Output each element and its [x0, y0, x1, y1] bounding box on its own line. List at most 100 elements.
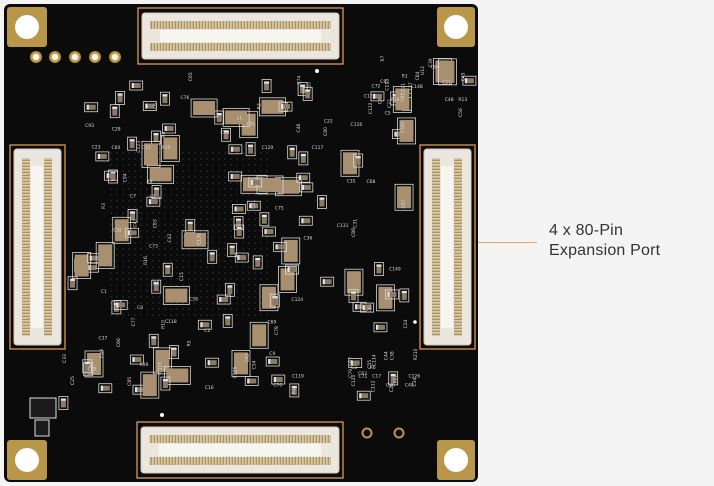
silkscreen-label: C116 [351, 122, 363, 128]
silkscreen-label: C69 [267, 320, 276, 326]
smd-part [356, 390, 371, 401]
vias [160, 69, 417, 439]
silkscreen-label: C25 [70, 376, 76, 385]
test-pads [30, 51, 121, 63]
silkscreen-label: C62 [245, 353, 251, 362]
smd-part [95, 151, 110, 162]
silkscreen-label: C61 [367, 303, 373, 312]
silkscreen-label: C82 [380, 79, 389, 85]
silkscreen-label: C84 [415, 71, 421, 80]
silkscreen-label: C93 [85, 123, 94, 129]
silkscreen-label: C56 [458, 108, 464, 117]
smd-part [129, 354, 144, 365]
smd-part [289, 383, 300, 398]
silkscreen-label: R2 [257, 103, 263, 109]
smd-part [374, 262, 384, 276]
smd-part [373, 322, 388, 333]
silkscreen-label: C115 [157, 362, 163, 374]
capacitor [249, 321, 269, 349]
silkscreen-label: R10 [160, 320, 166, 329]
smd-part [109, 104, 120, 119]
silkscreen-label: C41 [251, 200, 257, 209]
silkscreen-label: C123 [136, 141, 142, 153]
silkscreen-label: C58 [189, 296, 198, 302]
mounting-holes [7, 7, 475, 480]
smd-part [127, 208, 138, 223]
capacitor [397, 117, 416, 145]
smd-part [285, 264, 299, 275]
silkscreen-label: C16 [205, 385, 214, 391]
silkscreen-label: C124 [291, 297, 303, 303]
capacitor [162, 286, 190, 305]
silkscreen-label: R13 [458, 97, 467, 103]
silkscreen-label: C27 [387, 99, 393, 108]
smd-part [245, 142, 256, 157]
smd-part [360, 302, 375, 313]
smd-part [234, 224, 245, 239]
silkscreen-label: C31 [353, 219, 359, 228]
silkscreen-label: C74 [297, 75, 303, 84]
silkscreen-label: C9 [269, 351, 275, 357]
silkscreen-label: C54 [252, 360, 258, 369]
silkscreen-label: C71 [358, 374, 367, 380]
smd-part [125, 227, 140, 238]
smd-part [205, 357, 220, 368]
smd-part [299, 182, 314, 193]
silkscreen-label: C75 [275, 205, 284, 211]
silkscreen-label: C72 [372, 84, 381, 90]
silkscreen-label: C76 [181, 95, 190, 101]
silkscreen-label: C11 [142, 145, 151, 151]
smd-part [273, 241, 287, 252]
silkscreen-label: C79 [348, 369, 354, 378]
capacitor [163, 366, 191, 385]
silkscreen-label: C118 [165, 319, 177, 325]
smd-part [370, 91, 385, 102]
capacitor [147, 164, 175, 184]
smd-part [388, 371, 399, 386]
smd-part [160, 91, 170, 106]
smd-part [113, 299, 128, 310]
silkscreen-label: C117 [312, 145, 324, 151]
silkscreen-label: C22 [324, 118, 333, 124]
callout-label: 4 x 80-Pin Expansion Port [549, 221, 660, 261]
silkscreen-label: C42 [167, 233, 173, 242]
silkscreen-label: C119 [292, 373, 304, 379]
silkscreen-label: C80 [323, 127, 329, 136]
smd-part [221, 127, 231, 142]
capacitor [438, 58, 457, 86]
silkscreen-label: C89 [88, 367, 97, 373]
silkscreen-label: C34 [412, 377, 418, 386]
smd-part [248, 177, 263, 188]
smd-part [317, 195, 327, 209]
silkscreen-label: C126 [409, 374, 421, 380]
capacitor [72, 252, 92, 279]
smd-part [246, 200, 261, 211]
smd-part [269, 293, 280, 308]
silkscreen-label: C66 [116, 338, 122, 347]
smd-part [259, 212, 270, 227]
silkscreen-label: C4 [378, 98, 384, 104]
smd-part [142, 101, 157, 112]
silkscreen-label: C1 [101, 289, 107, 295]
silkscreen-label: C15 [179, 272, 185, 281]
smd-part [58, 396, 69, 410]
smd-part [234, 252, 249, 263]
silkscreen-label: R9 [147, 179, 153, 185]
capacitor [256, 175, 284, 195]
silkscreen-label: R12 [393, 375, 399, 384]
silkscreen-label: C57 [401, 199, 407, 208]
silkscreen-label: L1 [237, 115, 243, 121]
smd-part [151, 279, 162, 294]
smd-part [228, 171, 243, 182]
silkscreen-label: C67 [348, 357, 354, 366]
smd-part [353, 153, 364, 168]
smd-part [207, 249, 218, 264]
silkscreen-label: C45 [460, 72, 466, 81]
silkscreen-label: C77 [131, 317, 137, 326]
ic-u12 [29, 397, 57, 437]
capacitor [140, 371, 160, 399]
silkscreen-label: C26 [389, 383, 395, 392]
smd-part [278, 101, 293, 112]
silkscreen-label: R16 [143, 256, 149, 265]
smd-part [320, 276, 335, 287]
